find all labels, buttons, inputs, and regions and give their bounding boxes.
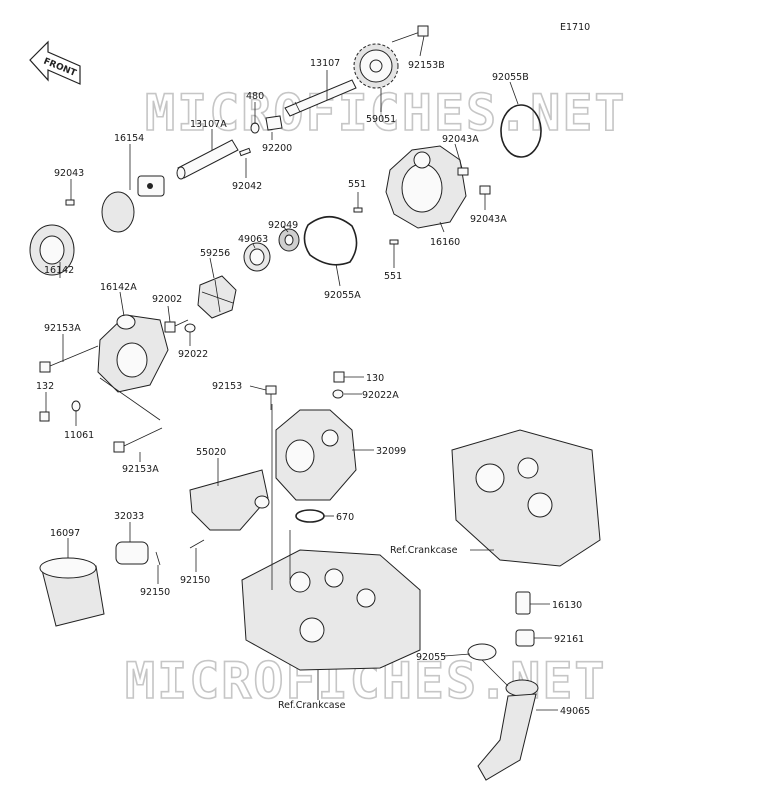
part-92022A-washer: [332, 389, 344, 399]
part-49065-strainer: [477, 679, 539, 781]
part-59051-gear: [353, 43, 399, 89]
label-92153: 92153: [212, 381, 242, 392]
part-92022-washer: [184, 323, 196, 333]
part-92150-bolt-2: [189, 539, 205, 549]
label-92043A-1: 92043A: [442, 134, 479, 145]
part-92153A-bolt-2: [113, 427, 163, 453]
part-11061-washer: [71, 400, 81, 412]
part-480-clip: [250, 122, 260, 134]
label-92153A-2: 92153A: [122, 464, 159, 475]
part-13107A-shaft: [176, 139, 239, 180]
part-55020-strainer: [189, 469, 270, 531]
label-49065: 49065: [560, 706, 590, 717]
label-480: 480: [246, 91, 264, 102]
part-92043A-pin-2: [479, 185, 491, 195]
label-55020: 55020: [196, 447, 226, 458]
diagram-id: E1710: [560, 22, 590, 33]
part-132-bolt: [39, 411, 50, 422]
label-92049: 92049: [268, 220, 298, 231]
part-130-bolt: [333, 371, 345, 383]
label-92055B: 92055B: [492, 72, 529, 83]
part-551-pin-2: [389, 239, 399, 245]
part-92002-bolt: [164, 319, 189, 333]
label-92055A: 92055A: [324, 290, 361, 301]
label-49063: 49063: [238, 234, 268, 245]
part-92150-bolt-1: [155, 551, 161, 566]
part-16142A-cover: [97, 314, 169, 393]
part-16097-oil-filter: [39, 557, 105, 627]
label-16142A: 16142A: [100, 282, 137, 293]
label-92022A: 92022A: [362, 390, 399, 401]
part-92055B-oring: [500, 104, 542, 158]
part-92200: [265, 115, 283, 131]
front-arrow-icon: FRONT: [29, 40, 81, 85]
part-92153B-bolt: [391, 25, 429, 43]
label-92043: 92043: [54, 168, 84, 179]
label-16154: 16154: [114, 133, 144, 144]
label-92042: 92042: [232, 181, 262, 192]
part-92153A-bolt-1: [39, 345, 99, 373]
label-92055: 92055: [416, 652, 446, 663]
label-16097: 16097: [50, 528, 80, 539]
part-16142-cover: [29, 224, 75, 276]
leader-lines: [45, 35, 558, 711]
label-92002: 92002: [152, 294, 182, 305]
label-670: 670: [336, 512, 354, 523]
part-92043A-pin-1: [457, 167, 469, 176]
part-92161-nut: [515, 629, 535, 647]
part-92055A-gasket: [303, 215, 358, 266]
label-16160: 16160: [430, 237, 460, 248]
right-crankcase: [451, 429, 601, 567]
watermark-top: MICROFICHES.NET: [145, 84, 627, 142]
part-32033-pipe: [115, 541, 149, 565]
part-59256-impeller: [197, 275, 237, 319]
label-92153B: 92153B: [408, 60, 445, 71]
part-16154-rotor: [101, 175, 165, 233]
label-16130: 16130: [552, 600, 582, 611]
part-32099-housing: [275, 409, 357, 501]
part-13107-shaft: [284, 79, 357, 117]
label-92153A-1: 92153A: [44, 323, 81, 334]
label-11061: 11061: [64, 430, 94, 441]
lower-crankcase-1: [241, 549, 421, 671]
label-16142: 16142: [44, 265, 74, 276]
label-92161: 92161: [554, 634, 584, 645]
label-59051: 59051: [366, 114, 396, 125]
part-92055-oring: [467, 643, 497, 661]
label-92022: 92022: [178, 349, 208, 360]
label-59256: 59256: [200, 248, 230, 259]
part-92043-pin: [65, 199, 75, 206]
label-ref-crankcase-2: Ref.Crankcase: [278, 700, 346, 711]
part-16160-pump-body: [385, 145, 467, 229]
part-92042-pin: [238, 147, 252, 157]
label-92150-2: 92150: [180, 575, 210, 586]
part-670-oring: [295, 509, 325, 523]
label-ref-crankcase-1: Ref.Crankcase: [390, 545, 458, 556]
label-130: 130: [366, 373, 384, 384]
part-16130-valve: [515, 591, 531, 615]
part-551-pin-1: [353, 207, 363, 213]
part-49063-seal: [243, 242, 271, 272]
label-13107: 13107: [310, 58, 340, 69]
label-551-1: 551: [348, 179, 366, 190]
label-92043A-2: 92043A: [470, 214, 507, 225]
label-132: 132: [36, 381, 54, 392]
label-32099: 32099: [376, 446, 406, 457]
part-92049-bearing: [278, 228, 300, 252]
label-92150-1: 92150: [140, 587, 170, 598]
label-551-2: 551: [384, 271, 402, 282]
label-92200: 92200: [262, 143, 292, 154]
label-32033: 32033: [114, 511, 144, 522]
label-13107A: 13107A: [190, 119, 227, 130]
part-92153-bolt: [265, 385, 277, 410]
